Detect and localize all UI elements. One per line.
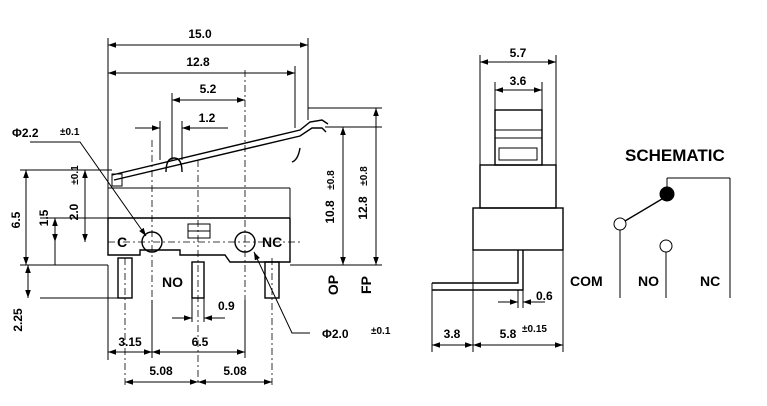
dim-actuator-offset: 5.2: [200, 82, 217, 96]
label-fp: FP: [358, 276, 374, 294]
dim-hole-dia: Φ2.2: [12, 126, 39, 140]
side-upper: [479, 164, 557, 209]
label-op: OP: [325, 275, 341, 295]
dim-hole-dia-tol: ±0.1: [60, 127, 80, 138]
dim-actuator-width: 1.2: [199, 111, 216, 125]
side-view: 5.7 3.6 0.6 3.8 5.8 ±0.15: [431, 46, 564, 352]
dim-body-width: 5.7: [510, 46, 527, 60]
lever-arm: [111, 119, 329, 176]
dim-plunger-width: 3.6: [510, 74, 527, 88]
dim-overall-length: 15.0: [188, 27, 212, 41]
dim-pitch-2: 5.08: [223, 364, 247, 378]
dim-base: 5.8: [500, 327, 517, 341]
dim-fp: 12.8: [356, 196, 370, 220]
switch-body: [107, 218, 291, 263]
dim-top-offset-tol: ±0.1: [70, 165, 81, 185]
schematic-switch-arm: [624, 195, 668, 222]
side-lead: [432, 250, 519, 284]
dim-c-to-nc: 6.5: [192, 335, 209, 349]
dim-lever-length: 12.8: [186, 55, 210, 69]
side-body: [472, 207, 564, 251]
front-view: 15.0 12.8 5.2 1.2 Φ2.2 ±0.1 6.5 1.5 2.0 …: [9, 27, 391, 385]
dim-height-left: 6.5: [9, 211, 23, 228]
dim-hole-height: 1.5: [37, 209, 51, 226]
terminal-nc-label: NC: [262, 234, 282, 250]
schematic-no-contact: [659, 239, 673, 253]
schematic-com-contact: [613, 217, 627, 231]
dim-base-tol: ±0.15: [522, 324, 547, 335]
schematic: SCHEMATIC COM NO NC: [570, 146, 731, 298]
dim-left-to-c: 3.15: [118, 335, 142, 349]
dim-lead-length: 2.25: [11, 308, 25, 332]
dim-terminal-width: 0.9: [218, 299, 235, 313]
dim-op-tol: ±0.8: [326, 170, 337, 190]
schematic-com-label: COM: [570, 273, 603, 289]
schematic-no-label: NO: [638, 273, 659, 289]
dim-top-offset: 2.0: [67, 203, 81, 220]
terminal-no-label: NO: [162, 274, 183, 290]
dim-pitch-1: 5.08: [149, 364, 173, 378]
dim-pin-hole-dia-tol: ±0.1: [371, 326, 391, 337]
terminal-c-label: C: [117, 234, 127, 250]
dim-pin-hole-dia: Φ2.0: [322, 327, 349, 341]
schematic-title: SCHEMATIC: [625, 146, 725, 165]
actuator-pin: [165, 157, 183, 173]
dim-lead-thickness: 0.6: [536, 289, 553, 303]
dim-fp-tol: ±0.8: [359, 166, 370, 186]
dim-op: 10.8: [323, 200, 337, 224]
schematic-nc-label: NC: [700, 273, 720, 289]
dim-lead-offset: 3.8: [444, 327, 461, 341]
